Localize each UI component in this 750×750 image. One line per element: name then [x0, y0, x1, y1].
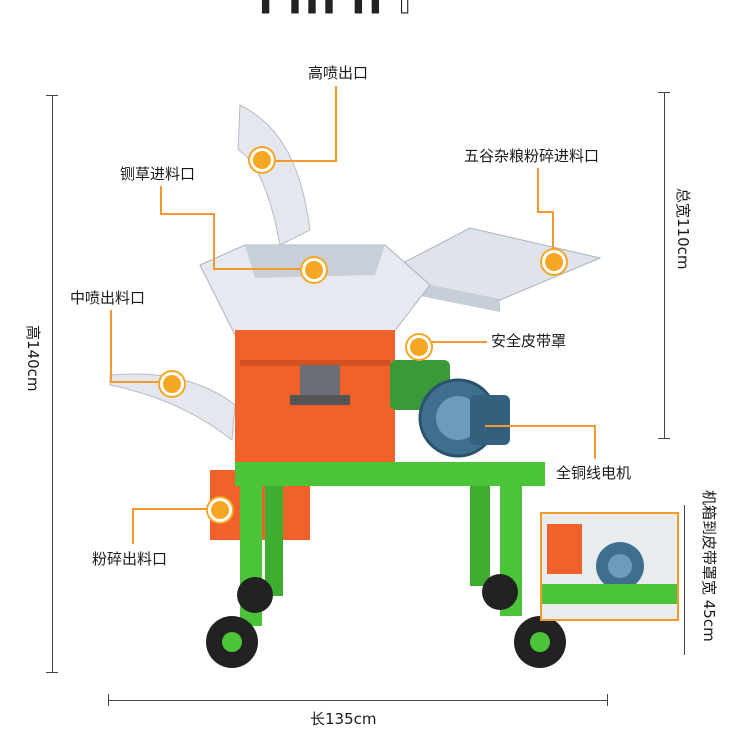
width-label: 总宽110cm: [674, 188, 692, 270]
high-spray-chute: [237, 104, 311, 246]
grass-inlet-marker: [302, 258, 326, 282]
height-dim-line: [52, 95, 53, 673]
mid-spray-label: 中喷出料口: [70, 289, 146, 307]
belt-guard-label: 安全皮带罩: [491, 332, 567, 350]
belt-guard-marker: [407, 335, 431, 359]
top-title-fragment: ▮ ▮▮▮ ▮▮ ▯: [260, 0, 417, 16]
grain-inlet-marker: [542, 250, 566, 274]
crush-outlet-marker: [208, 498, 232, 522]
wheel-back-right: [482, 574, 518, 610]
mid-spray-marker: [160, 372, 184, 396]
width-dim-line: [664, 92, 665, 438]
box-guard-label: 机箱到皮带罩宽 45cm: [700, 490, 718, 642]
length-dim-line: [108, 700, 608, 701]
wheel-back-left: [237, 577, 273, 613]
grain-inlet-label: 五谷杂粮粉碎进料口: [464, 147, 600, 165]
length-label: 长135cm: [310, 710, 377, 728]
crush-outlet-label: 粉碎出料口: [92, 550, 168, 568]
high-spray-marker: [250, 148, 274, 172]
frame-top: [235, 462, 545, 486]
grass-inlet-label: 铡草进料口: [120, 165, 196, 183]
height-label: 高140cm: [24, 325, 42, 392]
box-guard-dim-line: [684, 505, 685, 655]
belt-guard-inset: [540, 512, 679, 621]
motor-label: 全铜线电机: [556, 464, 632, 482]
bearing: [300, 365, 340, 395]
high-spray-label: 高喷出口: [308, 64, 369, 82]
